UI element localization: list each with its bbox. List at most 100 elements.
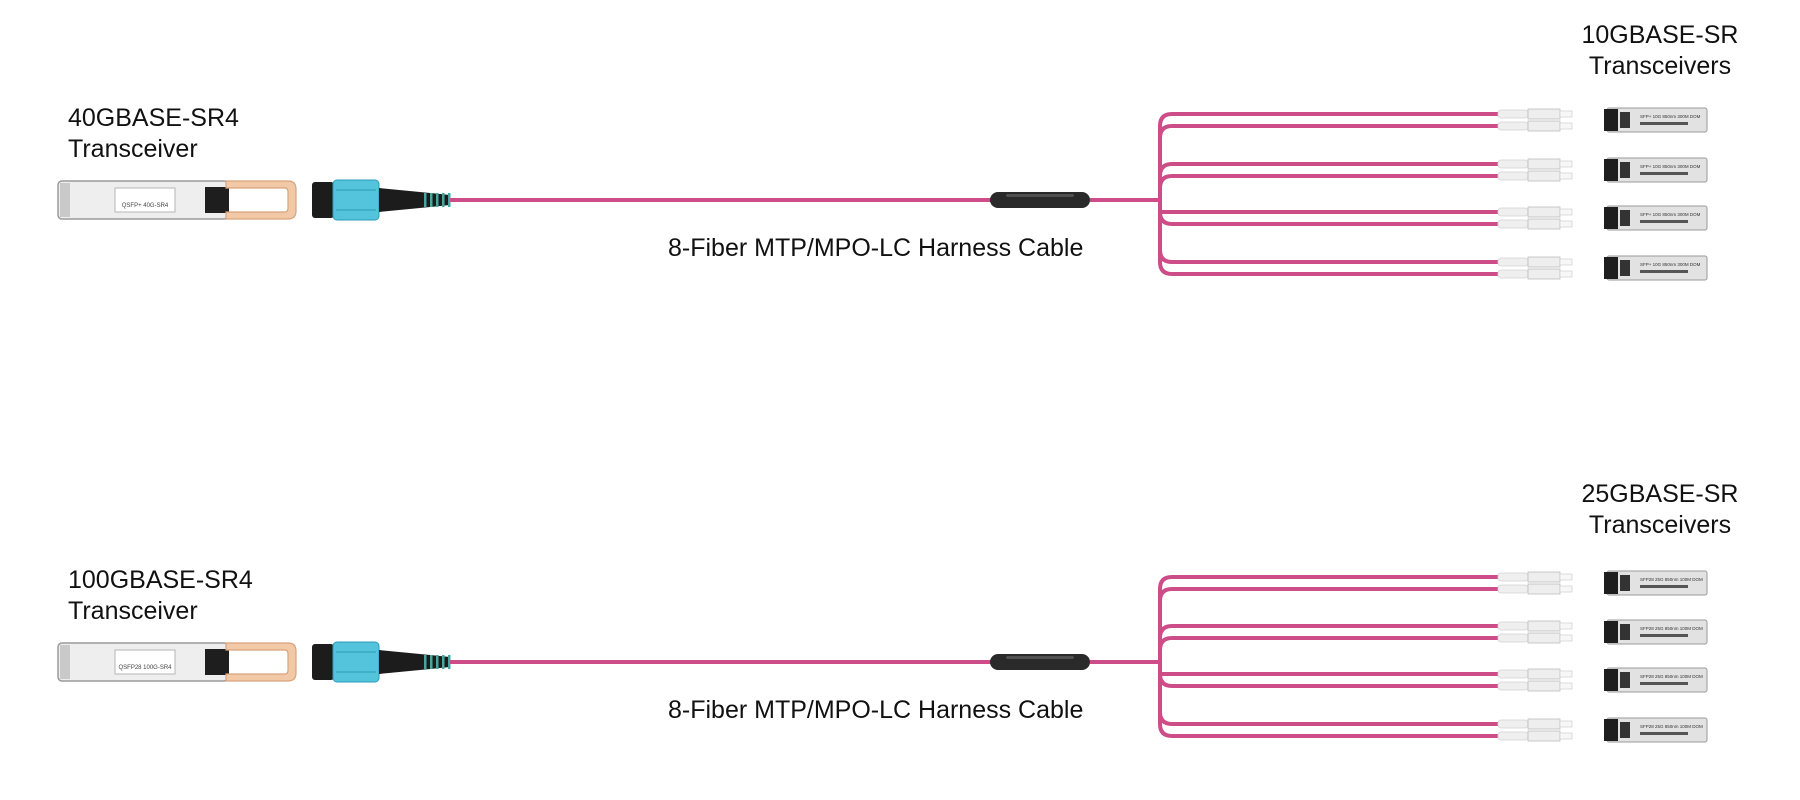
sfp-barcode	[1640, 682, 1688, 685]
mtp-strain-boot	[379, 188, 450, 212]
lc-boot	[1497, 681, 1529, 691]
sfp-module-label: SFP28 25G 850nm 100M DOM	[1640, 626, 1703, 631]
lc-ferrule	[1559, 670, 1573, 678]
lc-ferrule	[1559, 220, 1573, 228]
lc-fiber	[1158, 112, 1520, 200]
sfp-port	[1620, 672, 1630, 688]
source-transceiver-label-40g: 40GBASE-SR4 Transceiver	[68, 104, 239, 163]
sfp-barcode	[1640, 634, 1688, 637]
sfp-transceiver: SFP28 25G 850nm 100M DOM	[1604, 667, 1708, 693]
lc-ferrule	[1559, 585, 1573, 593]
lc-ferrule	[1559, 110, 1573, 118]
lc-ferrule	[1559, 732, 1573, 740]
mtp-boot-rib	[442, 655, 445, 669]
lc-connector	[1527, 620, 1561, 632]
lc-connector	[1527, 668, 1561, 680]
lc-boot	[1497, 572, 1529, 582]
breakout-leg: SFP+ 10G 850nm 300M DOM	[1158, 157, 1708, 200]
breakout-leg: SFP+ 10G 850nm 300M DOM	[1158, 200, 1708, 281]
sfp-barcode	[1640, 122, 1688, 125]
lc-boot	[1497, 257, 1529, 267]
qsfp-pull-tab	[225, 180, 297, 220]
lc-fiber	[1158, 200, 1520, 276]
lc-ferrule	[1559, 208, 1573, 216]
mtp-boot-rib	[424, 193, 427, 207]
breakout-body	[990, 654, 1090, 670]
lc-connector	[1527, 170, 1561, 182]
lc-connector	[1527, 108, 1561, 120]
mtp-boot-rib	[424, 655, 427, 669]
sfp-transceiver: SFP+ 10G 850nm 300M DOM	[1604, 157, 1708, 183]
lc-ferrule	[1559, 682, 1573, 690]
mtp-boot-rib	[430, 193, 433, 207]
sfp-transceiver: SFP28 25G 850nm 100M DOM	[1604, 619, 1708, 645]
mtp-housing	[332, 179, 380, 221]
lc-boot	[1497, 269, 1529, 279]
lc-boot	[1497, 109, 1529, 119]
sfp-module-label: SFP+ 10G 850nm 300M DOM	[1640, 164, 1701, 169]
sfp-transceiver: SFP+ 10G 850nm 300M DOM	[1604, 255, 1708, 281]
sfp-transceiver: SFP+ 10G 850nm 300M DOM	[1604, 205, 1708, 231]
lc-boot	[1497, 719, 1529, 729]
lc-fiber	[1158, 662, 1520, 726]
sfp-module-label: SFP+ 10G 850nm 300M DOM	[1640, 114, 1701, 119]
lc-boot	[1497, 584, 1529, 594]
lc-connector	[1527, 158, 1561, 170]
lc-fiber	[1158, 662, 1520, 676]
sfp-port	[1620, 624, 1630, 640]
mtp-boot-rib	[436, 655, 439, 669]
sfp-module-label: SFP28 25G 850nm 100M DOM	[1640, 577, 1703, 582]
sfp-port	[1620, 210, 1630, 226]
lc-connector	[1527, 680, 1561, 692]
mtp-connector	[312, 641, 451, 683]
sfp-bail	[1604, 109, 1618, 131]
lc-fiber	[1158, 200, 1520, 214]
lc-connector	[1527, 583, 1561, 595]
lc-ferrule	[1559, 573, 1573, 581]
cable-label-bottom: 8-Fiber MTP/MPO-LC Harness Cable	[668, 696, 1084, 724]
mtp-ferrule-end	[312, 644, 334, 680]
lc-boot	[1497, 669, 1529, 679]
lc-connector	[1527, 718, 1561, 730]
lc-fiber	[1158, 124, 1520, 200]
mtp-ferrule-end	[312, 182, 334, 218]
sfp-bail	[1604, 572, 1618, 594]
sfp-barcode	[1640, 270, 1688, 273]
lc-boot	[1497, 171, 1529, 181]
cable-label-top: 8-Fiber MTP/MPO-LC Harness Cable	[668, 234, 1084, 262]
sfp-transceiver: SFP28 25G 850nm 100M DOM	[1604, 717, 1708, 743]
breakout-leg: SFP28 25G 850nm 100M DOM	[1158, 570, 1708, 662]
qsfp-latch	[205, 187, 229, 213]
lc-boot	[1497, 731, 1529, 741]
breakout-body	[990, 192, 1090, 208]
sfp-port	[1620, 112, 1630, 128]
lc-fiber	[1158, 162, 1520, 200]
sfp-port	[1620, 162, 1630, 178]
mtp-strain-boot	[379, 650, 450, 674]
sfp-transceiver: SFP28 25G 850nm 100M DOM	[1604, 570, 1708, 596]
qsfp-transceiver: QSFP28 100G-SR4	[57, 642, 297, 682]
qsfp-module-label: QSFP28 100G-SR4	[118, 665, 172, 671]
lc-connector	[1527, 571, 1561, 583]
lc-ferrule	[1559, 634, 1573, 642]
target-transceivers-label-10g: 10GBASE-SR Transceivers	[1581, 21, 1739, 80]
lc-connector	[1527, 268, 1561, 280]
lc-ferrule	[1559, 258, 1573, 266]
breakout-leg: SFP28 25G 850nm 100M DOM	[1158, 662, 1708, 743]
lc-fiber	[1158, 575, 1520, 662]
sfp-bail	[1604, 719, 1618, 741]
breakout-leg: SFP28 25G 850nm 100M DOM	[1158, 619, 1708, 662]
breakout-leg: SFP+ 10G 850nm 300M DOM	[1158, 107, 1708, 200]
lc-boot	[1497, 621, 1529, 631]
qsfp-front-edge	[60, 645, 70, 679]
sfp-module-label: SFP+ 10G 850nm 300M DOM	[1640, 262, 1701, 267]
lc-ferrule	[1559, 720, 1573, 728]
lc-fiber	[1158, 587, 1520, 662]
sfp-module-label: SFP+ 10G 850nm 300M DOM	[1640, 212, 1701, 217]
lc-ferrule	[1559, 622, 1573, 630]
sfp-bail	[1604, 159, 1618, 181]
sfp-port	[1620, 722, 1630, 738]
mtp-boot-rib	[442, 193, 445, 207]
